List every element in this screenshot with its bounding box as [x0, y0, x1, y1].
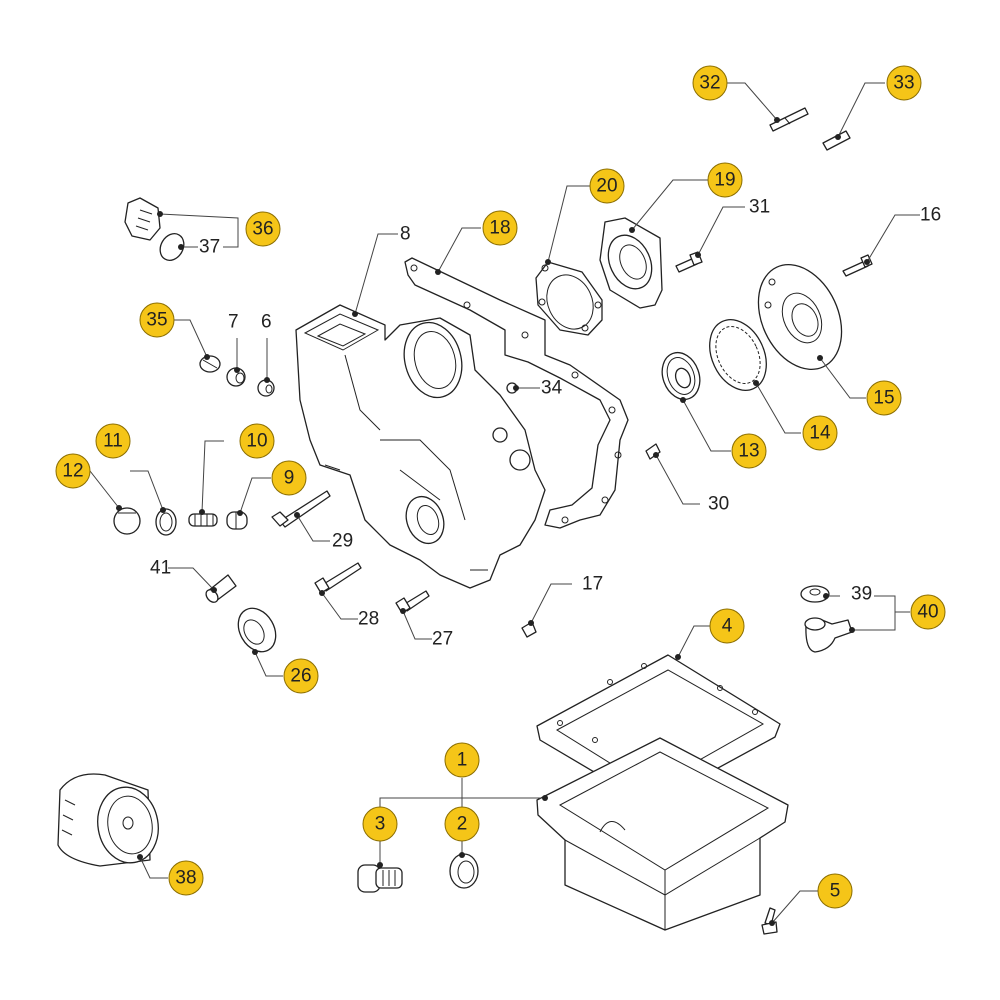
part-bolt-30[interactable] [645, 443, 661, 460]
callout-badge-19[interactable]: 19 [707, 162, 743, 198]
part-gasket-18-holes [410, 264, 622, 524]
part-valve-9[interactable] [226, 511, 248, 530]
callout-label: 2 [457, 814, 468, 835]
callout-badge-13[interactable]: 13 [731, 433, 767, 469]
part-oil-filter-38[interactable] [57, 773, 164, 868]
callout-label: 5 [830, 881, 841, 902]
part-nut-39[interactable] [800, 585, 830, 603]
callout-badge-2[interactable]: 2 [444, 806, 480, 842]
part-bolt-5[interactable] [761, 907, 778, 935]
callout-badge-11[interactable]: 11 [95, 423, 131, 459]
part-spring-10[interactable] [188, 513, 218, 527]
callout-label: 1 [457, 750, 468, 771]
part-washer-11[interactable] [155, 508, 177, 536]
callout-number-27[interactable]: 27 [432, 629, 453, 650]
callout-badge-35[interactable]: 35 [139, 302, 175, 338]
part-thermostat-housing[interactable] [124, 197, 161, 241]
callout-label: 33 [893, 73, 914, 94]
part-gasket-18[interactable] [404, 257, 629, 529]
callout-number-34[interactable]: 34 [541, 378, 563, 399]
plain-callouts: 7 6 8 16 17 28 27 29 30 31 34 37 39 41 [150, 197, 941, 650]
callout-label: 15 [873, 388, 894, 409]
callout-label: 40 [917, 602, 938, 623]
part-gasket-20[interactable] [535, 261, 603, 337]
callout-number-6[interactable]: 6 [261, 312, 272, 333]
part-pin-32[interactable] [769, 107, 809, 132]
callout-badge-10[interactable]: 10 [239, 423, 275, 459]
callout-label: 12 [62, 461, 83, 482]
callout-label: 26 [290, 666, 311, 687]
callout-label: 4 [722, 616, 733, 637]
callout-label: 32 [699, 73, 720, 94]
callout-badge-9[interactable]: 9 [271, 460, 307, 496]
leader-dots [116, 117, 870, 926]
callout-label: 14 [809, 423, 831, 444]
callout-number-28[interactable]: 28 [358, 609, 379, 630]
callout-label: 11 [103, 431, 123, 452]
callout-number-31[interactable]: 31 [749, 197, 770, 218]
callout-label: 9 [284, 468, 295, 489]
part-bolt-16[interactable] [842, 254, 873, 277]
part-drain-plug-3[interactable] [357, 864, 403, 893]
callout-label: 3 [375, 814, 386, 835]
callout-badge-15[interactable]: 15 [866, 380, 902, 416]
part-cap-35[interactable] [199, 355, 221, 373]
part-plug-12[interactable] [113, 507, 141, 535]
callout-badge-38[interactable]: 38 [168, 860, 204, 896]
callout-label: 13 [738, 441, 759, 462]
callout-label: 10 [246, 431, 267, 452]
part-pin-33[interactable] [822, 130, 851, 151]
callout-badge-3[interactable]: 3 [362, 806, 398, 842]
callout-badge-40[interactable]: 40 [910, 594, 946, 630]
callout-label: 38 [175, 868, 196, 889]
callout-badge-26[interactable]: 26 [283, 658, 319, 694]
callout-badge-36[interactable]: 36 [245, 211, 281, 247]
callout-number-41[interactable]: 41 [150, 558, 171, 579]
callout-number-17[interactable]: 17 [582, 574, 603, 595]
part-washer-2[interactable] [449, 853, 479, 889]
callout-badge-18[interactable]: 18 [482, 210, 518, 246]
callout-number-30[interactable]: 30 [708, 494, 729, 515]
callout-label: 35 [146, 310, 167, 331]
callout-badge-14[interactable]: 14 [802, 415, 838, 451]
part-oil-seal-26[interactable] [231, 602, 283, 659]
callout-label: 19 [714, 170, 735, 191]
callout-badge-32[interactable]: 32 [692, 65, 728, 101]
callout-badge-1[interactable]: 1 [444, 742, 480, 778]
part-bolt-28[interactable] [314, 562, 362, 594]
callout-badge-33[interactable]: 33 [886, 65, 922, 101]
callout-badge-4[interactable]: 4 [709, 608, 745, 644]
part-dowel-41[interactable] [204, 574, 237, 605]
callout-number-39[interactable]: 39 [851, 584, 872, 605]
part-bolt-29[interactable] [271, 490, 331, 528]
part-oil-pan-1[interactable] [536, 737, 789, 931]
part-rotor-14[interactable] [699, 310, 777, 399]
part-bolt-27[interactable] [395, 590, 430, 614]
callout-label: 36 [252, 219, 273, 240]
callout-number-7[interactable]: 7 [228, 312, 239, 333]
callout-label: 20 [596, 176, 617, 197]
callout-number-16[interactable]: 16 [920, 205, 941, 226]
callout-number-37[interactable]: 37 [199, 237, 220, 258]
callout-badge-5[interactable]: 5 [817, 873, 853, 909]
part-front-cover[interactable] [295, 304, 546, 589]
part-pump-cover-15[interactable] [742, 251, 857, 383]
part-o-ring[interactable] [155, 229, 188, 264]
callout-label: 18 [489, 218, 510, 239]
part-gear-13[interactable] [656, 347, 706, 404]
callout-badge-20[interactable]: 20 [589, 168, 625, 204]
callout-badge-12[interactable]: 12 [55, 453, 91, 489]
part-fitting-40[interactable] [804, 617, 853, 653]
callout-number-29[interactable]: 29 [332, 531, 353, 552]
callout-number-8[interactable]: 8 [400, 224, 411, 245]
